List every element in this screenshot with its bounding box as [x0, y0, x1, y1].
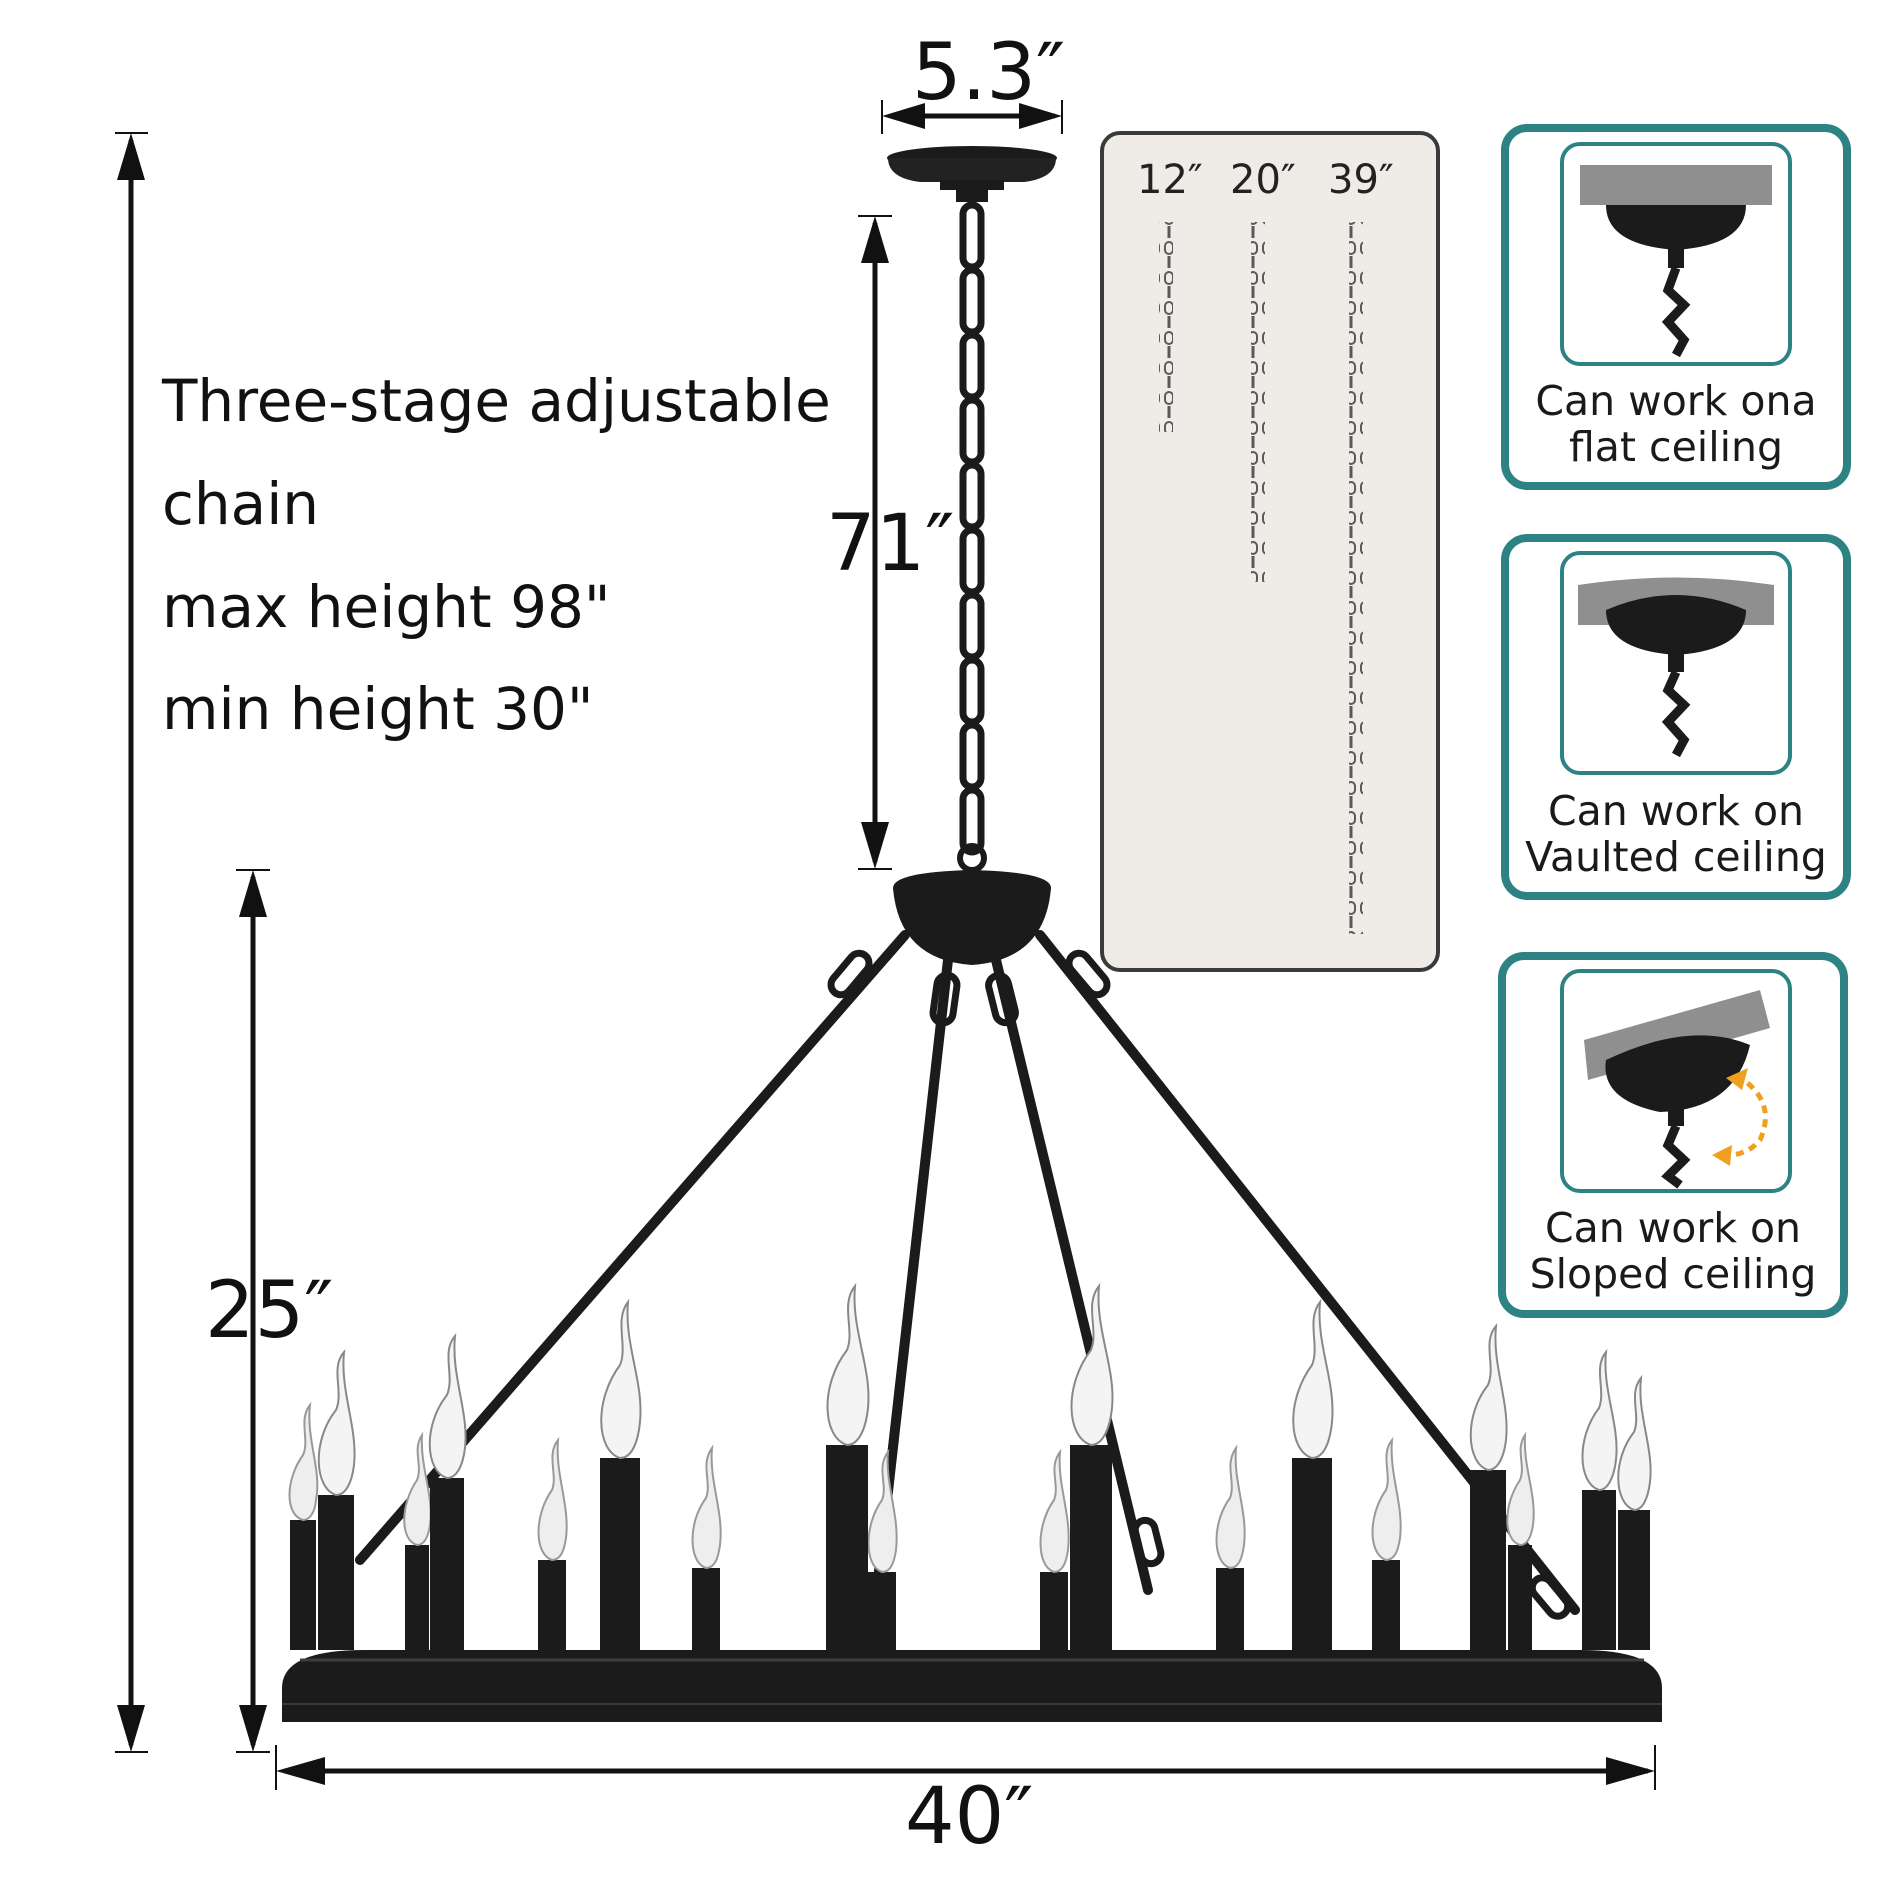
flat-ceiling-caption-line-1: Can work ona	[1535, 377, 1817, 425]
chain-length-label: 71″	[826, 499, 955, 589]
chain-option-20: 20″	[1230, 157, 1296, 203]
chandelier-illustration	[282, 146, 1662, 1722]
chain-20-icon	[1251, 222, 1265, 582]
chain-options-panel	[1100, 131, 1440, 972]
diameter-arrow	[275, 1745, 1656, 1790]
description-line-1: Three-stage adjustable	[162, 367, 831, 435]
description-line-2: chain	[162, 470, 320, 538]
flat-ceiling-caption: Can work ona flat ceiling	[1508, 378, 1844, 470]
description-line-4: min height 30"	[162, 675, 594, 743]
vaulted-ceiling-caption: Can work on Vaulted ceiling	[1508, 788, 1844, 880]
flat-ceiling-icon	[1580, 165, 1772, 358]
canopy-width-arrow	[881, 100, 1063, 134]
vaulted-ceiling-icon	[1578, 577, 1774, 758]
sloped-ceiling-caption: Can work on Sloped ceiling	[1505, 1205, 1841, 1297]
chain-option-12: 12″	[1137, 157, 1203, 203]
diameter-label: 40″	[905, 1772, 1034, 1862]
description-line-3: max height 98"	[162, 573, 611, 641]
chain-39-icon	[1349, 222, 1363, 934]
vaulted-ceiling-caption-line-1: Can work on	[1547, 787, 1805, 835]
overall-height-arrow	[115, 132, 148, 1753]
ceiling-card-sloped	[1498, 952, 1848, 1318]
vaulted-ceiling-caption-line-2: Vaulted ceiling	[1525, 833, 1827, 881]
ceiling-card-vaulted	[1501, 534, 1851, 900]
chain-option-39: 39″	[1328, 157, 1394, 203]
chain-length-arrow	[858, 215, 892, 870]
fixture-height-arrow	[236, 869, 270, 1753]
rear-candles	[288, 1401, 1535, 1655]
chain-12-icon	[1159, 222, 1173, 432]
fixture-height-label: 25″	[205, 1266, 334, 1356]
sloped-ceiling-icon	[1584, 990, 1770, 1189]
sloped-ceiling-caption-line-1: Can work on	[1544, 1204, 1802, 1252]
sloped-ceiling-caption-line-2: Sloped ceiling	[1529, 1250, 1817, 1298]
ceiling-card-flat	[1501, 124, 1851, 490]
front-candles	[317, 1282, 1652, 1650]
canopy-width-label: 5.3″	[912, 28, 1066, 118]
flat-ceiling-caption-line-2: flat ceiling	[1568, 423, 1783, 471]
